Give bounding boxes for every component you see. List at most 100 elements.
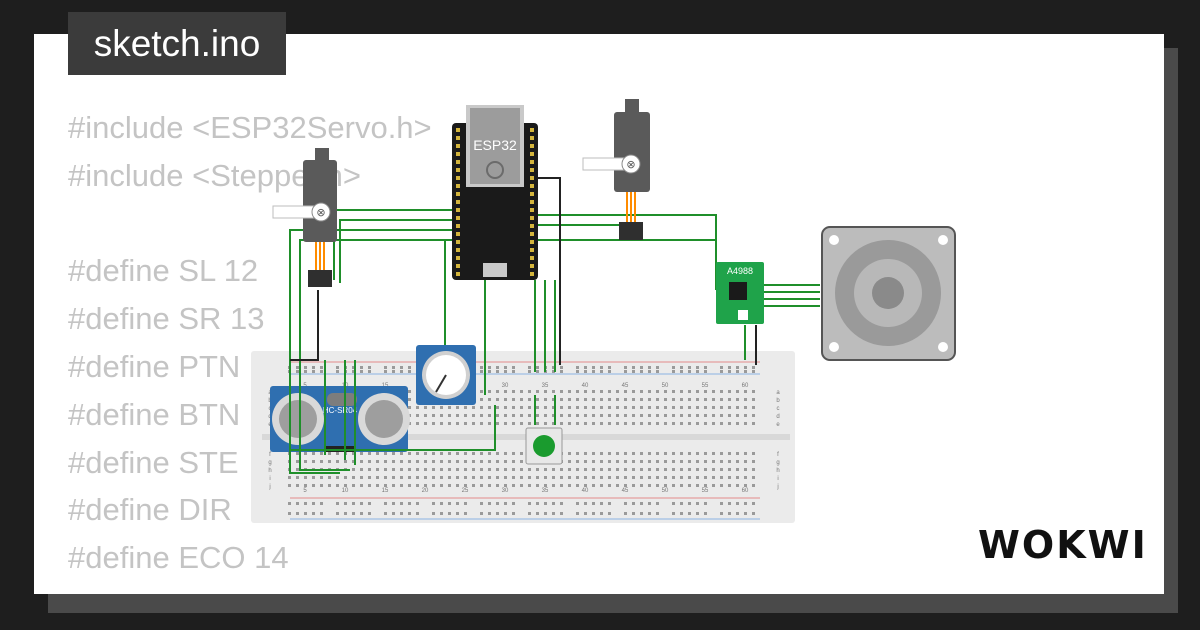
breadboard-hole bbox=[392, 468, 395, 471]
breadboard-hole bbox=[512, 422, 515, 425]
breadboard-hole bbox=[360, 452, 363, 455]
breadboard-hole bbox=[552, 398, 555, 401]
breadboard-hole bbox=[672, 422, 675, 425]
breadboard-hole bbox=[736, 476, 739, 479]
breadboard-hole bbox=[512, 398, 515, 401]
breadboard-hole bbox=[408, 406, 411, 409]
breadboard-hole bbox=[728, 512, 731, 515]
esp32-board[interactable]: ESP32 bbox=[452, 105, 538, 280]
file-tab[interactable]: sketch.ino bbox=[68, 12, 286, 75]
breadboard-hole bbox=[672, 484, 675, 487]
breadboard-hole bbox=[424, 476, 427, 479]
breadboard-hole bbox=[432, 406, 435, 409]
breadboard-hole bbox=[744, 406, 747, 409]
breadboard-hole bbox=[512, 366, 515, 369]
breadboard-hole bbox=[584, 460, 587, 463]
breadboard-hole bbox=[616, 460, 619, 463]
breadboard-hole bbox=[584, 398, 587, 401]
breadboard-hole bbox=[640, 460, 643, 463]
breadboard-hole bbox=[344, 502, 347, 505]
breadboard-hole bbox=[560, 370, 563, 373]
breadboard-hole bbox=[680, 406, 683, 409]
breadboard-hole bbox=[304, 370, 307, 373]
esp32-pin bbox=[456, 176, 460, 180]
breadboard-hole bbox=[488, 422, 491, 425]
breadboard-hole bbox=[440, 468, 443, 471]
breadboard-hole bbox=[384, 452, 387, 455]
breadboard-hole bbox=[576, 422, 579, 425]
breadboard-hole bbox=[464, 468, 467, 471]
breadboard-hole bbox=[560, 390, 563, 393]
breadboard-hole bbox=[416, 468, 419, 471]
potentiometer[interactable] bbox=[416, 345, 476, 405]
breadboard-hole bbox=[368, 370, 371, 373]
breadboard-hole bbox=[408, 502, 411, 505]
breadboard-hole bbox=[480, 390, 483, 393]
a4988-driver[interactable]: A4988 bbox=[716, 262, 820, 324]
breadboard-hole bbox=[576, 468, 579, 471]
breadboard-hole bbox=[584, 370, 587, 373]
servo-right[interactable]: ⊗ bbox=[582, 99, 650, 240]
breadboard-hole bbox=[496, 468, 499, 471]
breadboard-hole bbox=[496, 484, 499, 487]
breadboard-hole bbox=[384, 502, 387, 505]
breadboard-hole bbox=[600, 460, 603, 463]
esp32-pin bbox=[456, 200, 460, 204]
row-letter: h bbox=[268, 468, 271, 474]
breadboard-hole bbox=[512, 406, 515, 409]
breadboard-hole bbox=[304, 502, 307, 505]
breadboard-hole bbox=[464, 414, 467, 417]
esp32-pin bbox=[530, 176, 534, 180]
breadboard-hole bbox=[464, 422, 467, 425]
breadboard-hole bbox=[608, 460, 611, 463]
breadboard-hole bbox=[600, 370, 603, 373]
breadboard-hole bbox=[632, 406, 635, 409]
pushbutton[interactable] bbox=[525, 427, 563, 465]
breadboard-hole bbox=[488, 406, 491, 409]
breadboard-hole bbox=[616, 406, 619, 409]
breadboard-hole bbox=[672, 398, 675, 401]
breadboard-hole bbox=[512, 484, 515, 487]
esp32-pin bbox=[456, 264, 460, 268]
breadboard-hole bbox=[488, 370, 491, 373]
breadboard-hole bbox=[360, 476, 363, 479]
breadboard-hole bbox=[480, 476, 483, 479]
breadboard-hole bbox=[688, 502, 691, 505]
breadboard-hole bbox=[520, 452, 523, 455]
column-number: 15 bbox=[382, 488, 389, 494]
breadboard-hole bbox=[496, 512, 499, 515]
ultrasonic-sensor[interactable]: HC-SR04 bbox=[270, 386, 410, 452]
breadboard-hole bbox=[504, 422, 507, 425]
esp32-pin bbox=[456, 240, 460, 244]
breadboard-hole bbox=[536, 398, 539, 401]
breadboard-hole bbox=[424, 414, 427, 417]
breadboard-hole bbox=[400, 366, 403, 369]
column-number: 25 bbox=[462, 488, 469, 494]
breadboard-hole bbox=[456, 476, 459, 479]
breadboard-hole bbox=[624, 512, 627, 515]
breadboard-hole bbox=[496, 476, 499, 479]
breadboard-hole bbox=[656, 414, 659, 417]
breadboard-hole bbox=[736, 398, 739, 401]
esp32-pin bbox=[530, 240, 534, 244]
breadboard-hole bbox=[696, 452, 699, 455]
breadboard-hole bbox=[648, 414, 651, 417]
breadboard-hole bbox=[488, 476, 491, 479]
breadboard-hole bbox=[480, 398, 483, 401]
breadboard-hole bbox=[600, 406, 603, 409]
breadboard-hole bbox=[752, 476, 755, 479]
breadboard-hole bbox=[496, 460, 499, 463]
breadboard-hole bbox=[752, 390, 755, 393]
breadboard-hole bbox=[432, 422, 435, 425]
breadboard-hole bbox=[648, 406, 651, 409]
breadboard-hole bbox=[368, 468, 371, 471]
esp32-pin bbox=[456, 144, 460, 148]
stepper-motor[interactable] bbox=[821, 226, 956, 361]
breadboard-hole bbox=[304, 512, 307, 515]
breadboard-hole bbox=[568, 422, 571, 425]
servo-left[interactable]: ⊗ bbox=[272, 148, 337, 287]
breadboard-hole bbox=[600, 398, 603, 401]
esp32-pin bbox=[456, 152, 460, 156]
breadboard-hole bbox=[720, 390, 723, 393]
esp32-pin bbox=[456, 168, 460, 172]
